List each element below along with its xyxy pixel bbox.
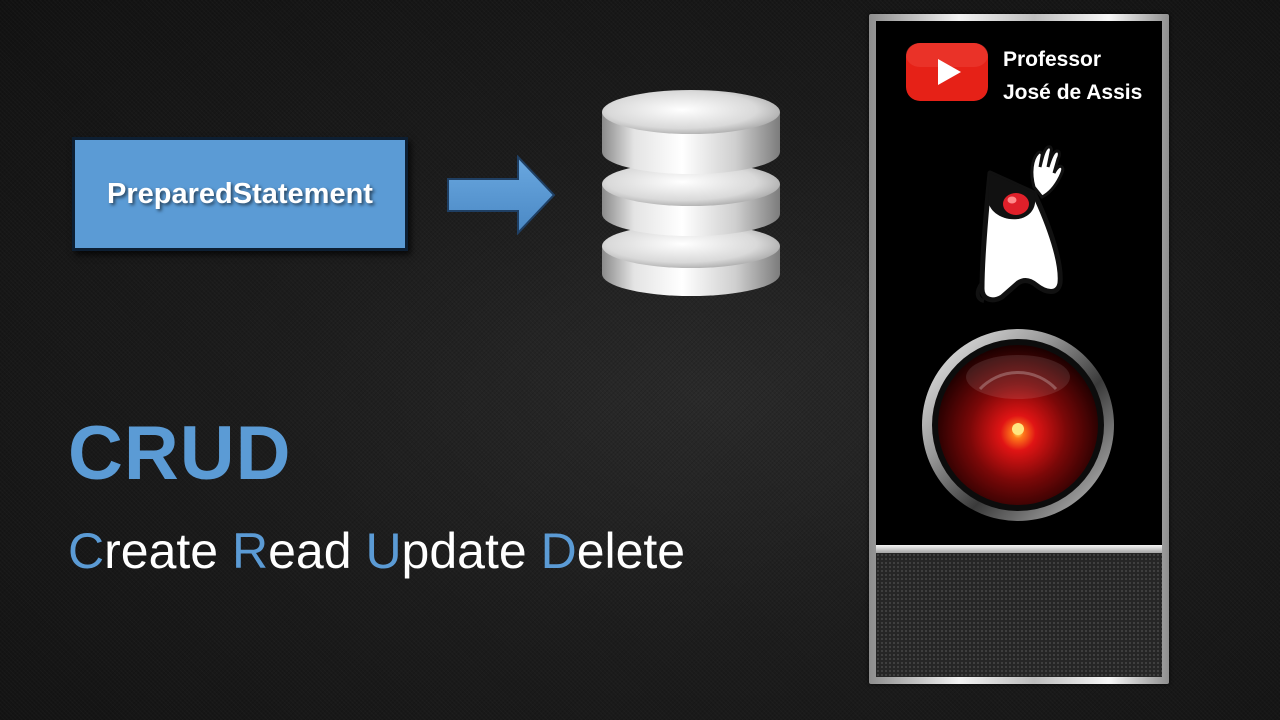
word-3-initial: U [365,523,402,579]
channel-name-line2: José de Assis [1003,81,1143,104]
prepared-statement-label: PreparedStatement [107,177,373,210]
hal-panel: Professor José de Assis [869,14,1169,684]
hal-divider [876,545,1162,553]
word-4-initial: D [540,523,577,579]
word-2-initial: R [231,523,269,579]
word-1-initial: C [68,523,105,579]
channel-name: Professor José de Assis [1003,43,1142,109]
hal-eye-icon [922,329,1114,521]
hal-screen: Professor José de Assis [876,21,1162,545]
crud-heading: CRUD [68,411,292,496]
hal-speaker-grille [876,553,1162,677]
word-1-rest: reate [104,523,219,579]
word-3-rest: pdate [401,523,527,579]
word-2-rest: ead [268,523,352,579]
word-4-rest: elete [576,523,686,579]
prepared-statement-box: PreparedStatement [72,137,408,251]
java-duke-icon [975,145,1065,303]
right-arrow-icon [447,155,556,235]
youtube-play-icon [906,43,988,101]
crud-expansion: Create Read Update Delete [68,522,685,580]
database-icon [602,90,780,296]
channel-name-line1: Professor [1003,48,1102,71]
